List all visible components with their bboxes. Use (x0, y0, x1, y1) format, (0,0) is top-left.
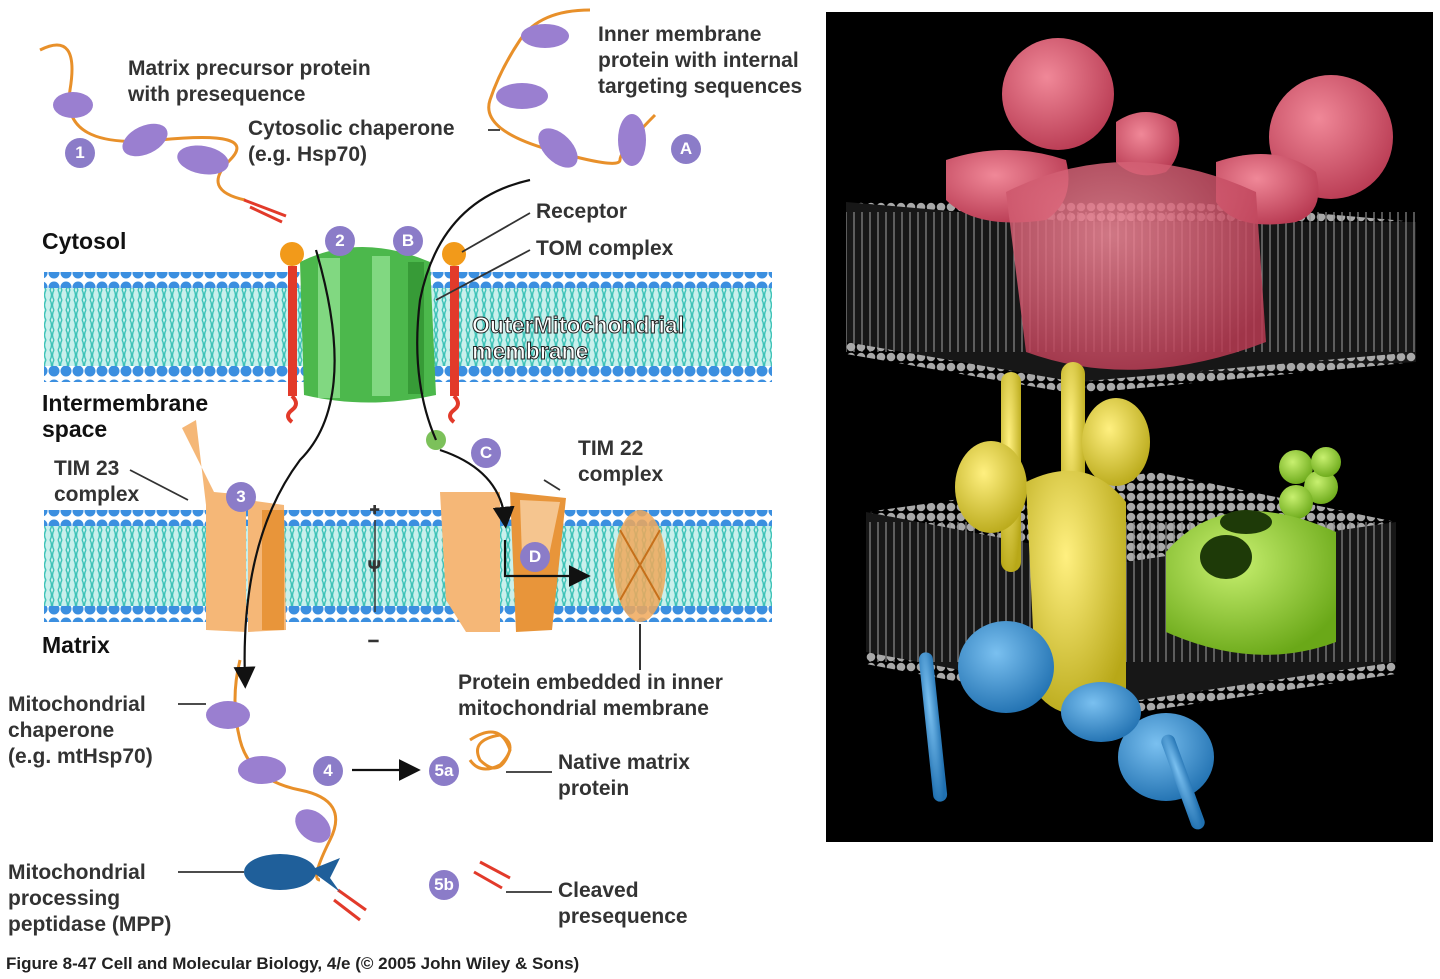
tom-complex-3d (946, 38, 1393, 370)
presequence-tail (243, 198, 511, 922)
mito-chaperone-label: Mitochondrial chaperone (e.g. mtHsp70) (8, 693, 153, 768)
structure-3d-panel (826, 12, 1433, 842)
step-3-badge: 3 (226, 482, 256, 512)
step-a-badge: A (671, 134, 701, 164)
receptor-right (442, 242, 466, 424)
outer-membrane-label: OuterMitochondrial membrane (471, 312, 685, 365)
cytosol-label: Cytosol (42, 228, 127, 254)
intermembrane-space-label: Intermembrane space (42, 390, 209, 442)
tom-complex-label: TOM complex (536, 237, 674, 260)
receptor-label: Receptor (536, 200, 628, 223)
tim23-label: TIM 23 complex (54, 457, 140, 506)
step-d-badge: D (520, 542, 550, 572)
mito-chaperones (206, 701, 331, 843)
import-path-arrows (233, 178, 591, 781)
step-5a-badge: 5a (429, 756, 459, 786)
matrix-label: Matrix (42, 632, 110, 658)
figure-caption: Figure 8-47 Cell and Molecular Biology, … (6, 954, 580, 973)
cytosolic-chaperone-label: Cytosolic chaperone (e.g. Hsp70) (248, 117, 455, 166)
svg-text:–: – (369, 632, 378, 649)
cytosolic-chaperones (53, 24, 646, 175)
tom-complex (300, 247, 436, 403)
embedded-protein-label: Protein embedded in inner mitochondrial … (458, 671, 723, 720)
native-matrix-label: Native matrix protein (558, 751, 690, 800)
inner-membrane-protein-label: Inner membrane protein with internal tar… (598, 23, 803, 98)
step-4-badge: 4 (313, 756, 343, 786)
cleaved-presequence-label: Cleaved presequence (558, 879, 688, 928)
step-5b-badge: 5b (429, 870, 459, 900)
tim23-complex-3d (955, 362, 1150, 715)
blue-components-3d (918, 621, 1214, 830)
step-c-badge: C (471, 438, 501, 468)
svg-text:Ψ: Ψ (368, 558, 381, 575)
structure-3d-illustration (846, 38, 1416, 830)
step-1-badge: 1 (65, 138, 95, 168)
embedded-protein (614, 510, 666, 670)
step-b-badge: B (393, 226, 423, 256)
tim22-complex-3d (1166, 447, 1341, 655)
receptor-left (280, 242, 304, 424)
matrix-precursor-label: Matrix precursor protein with presequenc… (128, 57, 371, 106)
tim22-label: TIM 22 complex (578, 437, 664, 486)
membrane-potential: + – Ψ (367, 501, 381, 650)
svg-text:+: + (370, 502, 379, 519)
mpp-label: Mitochondrial processing peptidase (MPP) (8, 861, 172, 936)
step-2-badge: 2 (325, 226, 355, 256)
import-diagram: + – Ψ (39, 8, 772, 922)
mpp-enzyme (244, 854, 340, 892)
leader-lines (129, 129, 561, 893)
tim23-complex (182, 420, 286, 632)
